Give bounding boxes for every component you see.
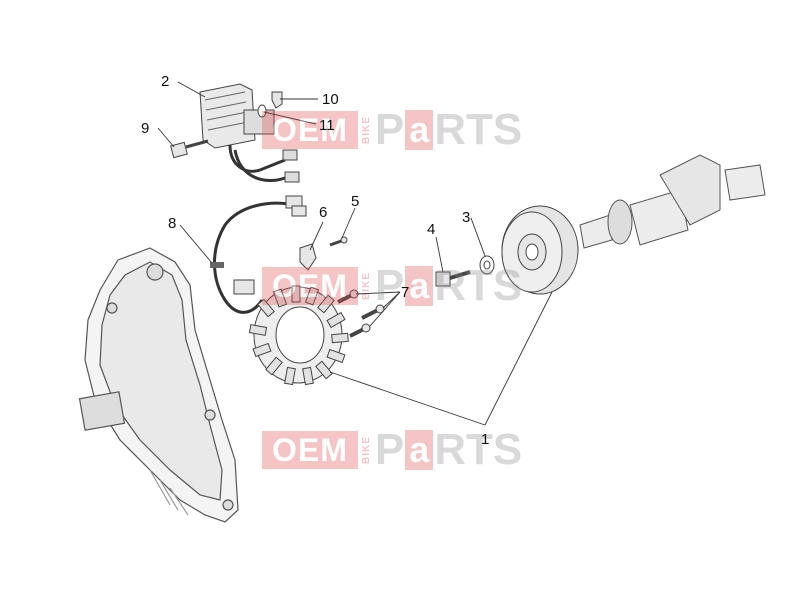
callout-10: 10 [322,91,339,108]
callout-5: 5 [351,193,360,210]
callout-9: 9 [141,120,150,137]
wiring-connectors [233,195,307,295]
stator [248,285,349,386]
callout-11: 11 [319,117,335,134]
flywheel-bolt-4 [435,270,471,287]
leader-lines [157,81,553,426]
bolt-9 [170,139,209,159]
engine-cover [78,247,239,523]
flywheel-rotor [501,205,579,295]
callout-7: 7 [401,284,410,301]
clip-10 [271,91,283,109]
callout-3: 3 [462,209,471,226]
callout-2: 2 [161,73,170,90]
crankshaft [579,154,766,249]
washer-11 [257,104,267,118]
washer-3 [479,255,495,275]
clamp-6 [299,243,317,271]
stator-wiring-harness [210,201,296,314]
callout-4: 4 [427,221,436,238]
callout-8: 8 [168,215,177,232]
stator-screws-7 [337,289,385,338]
callout-6: 6 [319,204,328,221]
callout-1: 1 [481,431,490,448]
screw-5 [329,236,348,247]
